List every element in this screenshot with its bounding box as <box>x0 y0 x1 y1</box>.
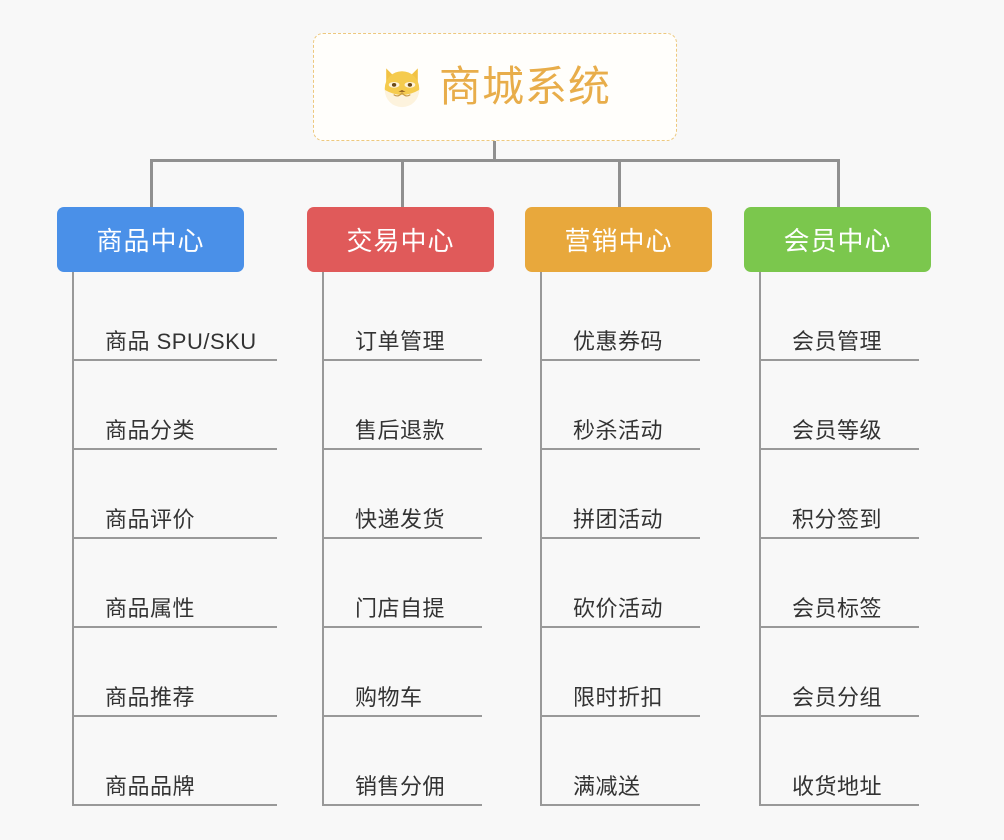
category-box-product-center[interactable]: 商品中心 <box>57 207 244 272</box>
leaf-column-product-center: 商品 SPU/SKU 商品分类商品评价商品属性商品推荐商品品牌 <box>72 272 277 806</box>
leaf-item-rule <box>759 715 919 717</box>
leaf-item[interactable]: 购物车 <box>322 628 482 717</box>
leaf-item-rule <box>322 715 482 717</box>
leaf-item[interactable]: 商品品牌 <box>72 717 277 806</box>
leaf-item[interactable]: 门店自提 <box>322 539 482 628</box>
leaf-item[interactable]: 积分签到 <box>759 450 919 539</box>
leaf-item[interactable]: 秒杀活动 <box>540 361 700 450</box>
leaf-item-rule <box>72 626 277 628</box>
leaf-item-rule <box>72 359 277 361</box>
connector-stem <box>493 141 496 162</box>
leaf-item[interactable]: 收货地址 <box>759 717 919 806</box>
leaf-item[interactable]: 会员管理 <box>759 272 919 361</box>
leaf-item-rule <box>322 626 482 628</box>
category-box-marketing-center[interactable]: 营销中心 <box>525 207 712 272</box>
category-label: 交易中心 <box>346 226 455 256</box>
leaf-item-label: 优惠券码 <box>573 329 664 354</box>
leaf-item-rule <box>72 537 277 539</box>
leaf-item-label: 销售分佣 <box>355 774 446 799</box>
leaf-item-label: 商品推荐 <box>105 685 196 710</box>
leaf-item-label: 会员标签 <box>792 596 883 621</box>
leaf-item[interactable]: 会员标签 <box>759 539 919 628</box>
leaf-item-rule <box>759 537 919 539</box>
connector-drop-member-center <box>837 159 840 209</box>
leaf-item[interactable]: 商品评价 <box>72 450 277 539</box>
leaf-item-rule <box>322 537 482 539</box>
leaf-item-label: 快递发货 <box>355 507 446 532</box>
category-label: 会员中心 <box>783 226 892 256</box>
leaf-item-label: 会员分组 <box>792 685 883 710</box>
category-box-member-center[interactable]: 会员中心 <box>744 207 931 272</box>
leaf-item[interactable]: 订单管理 <box>322 272 482 361</box>
leaf-item[interactable]: 砍价活动 <box>540 539 700 628</box>
leaf-item-rule <box>322 448 482 450</box>
leaf-item-label: 门店自提 <box>355 596 446 621</box>
leaf-item-label: 限时折扣 <box>573 685 664 710</box>
leaf-item[interactable]: 销售分佣 <box>322 717 482 806</box>
column-spine <box>540 272 542 806</box>
leaf-item-rule <box>322 804 482 806</box>
leaf-item[interactable]: 售后退款 <box>322 361 482 450</box>
column-spine <box>759 272 761 806</box>
leaf-item-rule <box>759 626 919 628</box>
leaf-item[interactable]: 拼团活动 <box>540 450 700 539</box>
leaf-item-label: 砍价活动 <box>573 596 664 621</box>
leaf-item[interactable]: 商品推荐 <box>72 628 277 717</box>
category-label: 商品中心 <box>96 226 205 256</box>
column-spine <box>72 272 74 806</box>
leaf-item-rule <box>72 715 277 717</box>
leaf-item-label: 订单管理 <box>355 329 446 354</box>
leaf-item-rule <box>540 537 700 539</box>
leaf-item[interactable]: 商品 SPU/SKU <box>72 272 277 361</box>
leaf-item[interactable]: 会员等级 <box>759 361 919 450</box>
root-node-card[interactable]: 商城系统 <box>313 33 677 141</box>
shiba-dog-face-icon <box>379 64 425 110</box>
leaf-item-label: 售后退款 <box>355 418 446 443</box>
leaf-item[interactable]: 会员分组 <box>759 628 919 717</box>
leaf-item-label: 商品属性 <box>105 596 196 621</box>
leaf-item-rule <box>322 359 482 361</box>
leaf-item-label: 购物车 <box>355 685 423 710</box>
connector-drop-product-center <box>150 159 153 209</box>
leaf-item-rule <box>759 804 919 806</box>
leaf-item-label: 拼团活动 <box>573 507 664 532</box>
column-spine <box>322 272 324 806</box>
category-label: 营销中心 <box>564 226 673 256</box>
connector-drop-trade-center <box>401 159 404 209</box>
connector-bus <box>150 159 840 162</box>
connector-drop-marketing-center <box>618 159 621 209</box>
leaf-item-label: 商品品牌 <box>105 774 196 799</box>
leaf-item-label: 商品评价 <box>105 507 196 532</box>
leaf-item[interactable]: 优惠券码 <box>540 272 700 361</box>
category-box-trade-center[interactable]: 交易中心 <box>307 207 494 272</box>
leaf-column-marketing-center: 优惠券码秒杀活动拼团活动砍价活动限时折扣满减送 <box>540 272 700 806</box>
leaf-item[interactable]: 商品属性 <box>72 539 277 628</box>
leaf-item-label: 秒杀活动 <box>573 418 664 443</box>
leaf-item-rule <box>759 448 919 450</box>
leaf-item[interactable]: 限时折扣 <box>540 628 700 717</box>
leaf-item-rule <box>759 359 919 361</box>
leaf-item-label: 满减送 <box>573 774 641 799</box>
leaf-item-rule <box>72 804 277 806</box>
leaf-item[interactable]: 快递发货 <box>322 450 482 539</box>
leaf-column-member-center: 会员管理会员等级积分签到会员标签会员分组收货地址 <box>759 272 919 806</box>
leaf-item-label: 商品分类 <box>105 418 196 443</box>
leaf-item-label: 会员等级 <box>792 418 883 443</box>
leaf-item[interactable]: 商品分类 <box>72 361 277 450</box>
leaf-item-label: 收货地址 <box>792 774 883 799</box>
leaf-item-rule <box>540 804 700 806</box>
leaf-item-rule <box>540 448 700 450</box>
leaf-item-label: 积分签到 <box>792 507 883 532</box>
leaf-item-label: 会员管理 <box>792 329 883 354</box>
leaf-item-label: 商品 SPU/SKU <box>105 329 257 354</box>
leaf-item-rule <box>540 715 700 717</box>
leaf-column-trade-center: 订单管理售后退款快递发货门店自提购物车销售分佣 <box>322 272 482 806</box>
leaf-item[interactable]: 满减送 <box>540 717 700 806</box>
leaf-item-rule <box>540 626 700 628</box>
leaf-item-rule <box>72 448 277 450</box>
leaf-item-rule <box>540 359 700 361</box>
root-title: 商城系统 <box>438 63 611 110</box>
